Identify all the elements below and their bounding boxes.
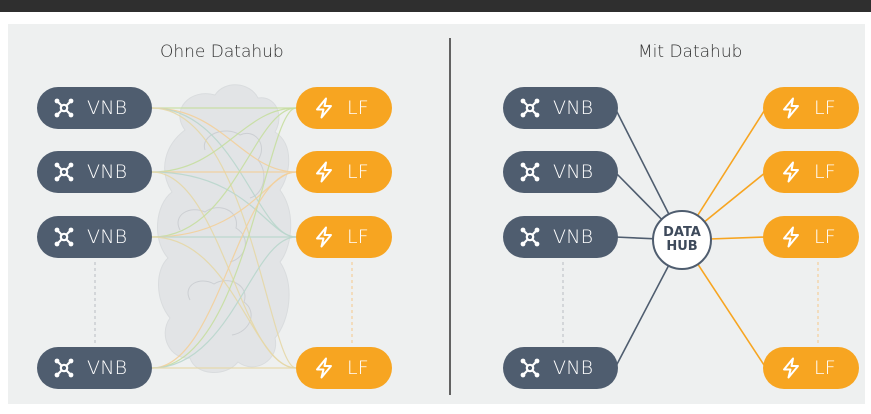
left-lf-node-4: LF (296, 347, 392, 389)
vnb-label: VNB (87, 97, 128, 119)
left-vnb-node-4: VNB (37, 347, 152, 389)
right-lf-node-3: LF (763, 216, 859, 258)
lf-label: LF (347, 161, 369, 183)
right-lf-node-4: LF (763, 347, 859, 389)
lf-label: LF (814, 357, 836, 379)
mesh-line (151, 171, 297, 238)
mesh-line (151, 171, 297, 369)
left-vnb-node-2: VNB (37, 151, 152, 193)
top-bar (0, 0, 871, 12)
left-lf-node-3: LF (296, 216, 392, 258)
network-hub-icon (53, 97, 75, 119)
mesh-line (151, 107, 297, 369)
left-title: Ohne Datahub (160, 42, 284, 62)
network-hub-icon (519, 357, 541, 379)
mesh-line (151, 236, 297, 369)
right-vnb-node-1: VNB (503, 87, 618, 129)
vnb-label: VNB (87, 226, 128, 248)
right-title: Mit Datahub (638, 42, 743, 62)
network-hub-icon (53, 357, 75, 379)
lf-label: LF (814, 161, 836, 183)
right-vnb-node-3: VNB (503, 216, 618, 258)
lf-label: LF (347, 357, 369, 379)
right-vnb-node-2: VNB (503, 151, 618, 193)
hub-label-line-2: HUB (666, 239, 698, 254)
diagram-background (8, 24, 865, 404)
lightning-bolt-icon (313, 226, 335, 248)
vnb-label: VNB (553, 226, 594, 248)
mesh-line (151, 107, 297, 238)
lf-label: LF (347, 97, 369, 119)
mesh-line (151, 107, 297, 173)
left-lf-node-2: LF (296, 151, 392, 193)
cloud-shape (156, 84, 292, 374)
vnb-label: VNB (553, 97, 594, 119)
right-lf-node-1: LF (763, 87, 859, 129)
lightning-bolt-icon (780, 357, 802, 379)
lightning-bolt-icon (313, 357, 335, 379)
network-hub-icon (53, 226, 75, 248)
left-vnb-node-3: VNB (37, 216, 152, 258)
lf-label: LF (814, 97, 836, 119)
datahub-node: DATA HUB (652, 210, 712, 270)
mesh-line (151, 107, 297, 369)
vnb-label: VNB (553, 161, 594, 183)
vnb-label: VNB (553, 357, 594, 379)
mesh-connections (151, 107, 297, 369)
network-hub-icon (53, 161, 75, 183)
left-lf-node-1: LF (296, 87, 392, 129)
vnb-label: VNB (87, 357, 128, 379)
right-lf-node-2: LF (763, 151, 859, 193)
lightning-bolt-icon (313, 161, 335, 183)
network-hub-icon (519, 161, 541, 183)
lightning-bolt-icon (780, 161, 802, 183)
lightning-bolt-icon (780, 97, 802, 119)
mesh-line (151, 236, 297, 369)
network-hub-icon (519, 97, 541, 119)
network-hub-icon (519, 226, 541, 248)
hub-label-line-1: DATA (663, 225, 701, 240)
lightning-bolt-icon (313, 97, 335, 119)
left-vnb-node-1: VNB (37, 87, 152, 129)
right-vnb-node-4: VNB (503, 347, 618, 389)
vnb-label: VNB (87, 161, 128, 183)
lf-label: LF (347, 226, 369, 248)
lightning-bolt-icon (780, 226, 802, 248)
lf-label: LF (814, 226, 836, 248)
